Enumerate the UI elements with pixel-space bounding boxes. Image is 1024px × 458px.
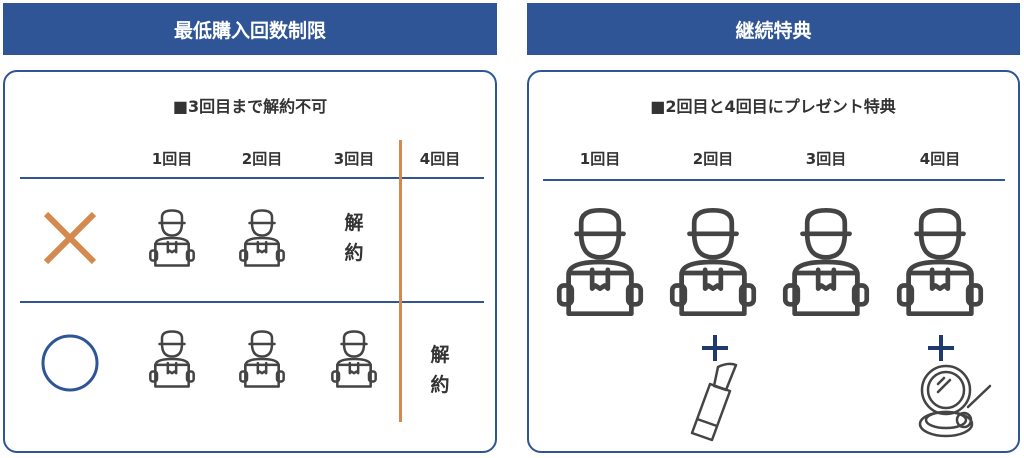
delivery-person-icon — [893, 200, 987, 324]
left-panel — [3, 70, 497, 453]
delivery-person-icon — [147, 203, 197, 273]
delivery-person-icon — [237, 203, 287, 273]
right-divider — [543, 179, 1005, 181]
cancel-label-row1: 解約 — [344, 212, 364, 264]
left-col-3: 3回目 — [333, 150, 375, 168]
delivery-person-icon — [779, 200, 873, 324]
plus-icon — [928, 335, 954, 361]
cancel-label-row2: 解約 — [430, 344, 450, 396]
right-col-2: 2回目 — [692, 150, 734, 168]
right-col-3: 3回目 — [805, 150, 847, 168]
cross-icon — [43, 211, 97, 265]
right-col-1: 1回目 — [579, 150, 621, 168]
left-title: ■3回目まで解約不可 — [172, 97, 328, 116]
left-divider-1 — [20, 177, 484, 179]
right-title: ■2回目と4回目にプレゼント特典 — [650, 97, 896, 116]
cancel-boundary-line — [399, 140, 402, 422]
circle-icon — [41, 334, 99, 392]
delivery-person-icon — [666, 200, 760, 324]
left-header: 最低購入回数制限 — [3, 3, 497, 55]
right-panel — [527, 70, 1020, 453]
left-col-1: 1回目 — [151, 150, 193, 168]
delivery-person-icon — [329, 324, 379, 394]
compact-powder-icon — [918, 364, 992, 438]
left-col-4: 4回目 — [419, 150, 461, 168]
right-header: 継続特典 — [527, 3, 1020, 55]
delivery-person-icon — [147, 324, 197, 394]
left-divider-2 — [20, 301, 484, 303]
lipstick-icon — [690, 362, 738, 442]
left-col-2: 2回目 — [241, 150, 283, 168]
right-col-4: 4回目 — [919, 150, 961, 168]
plus-icon — [702, 335, 728, 361]
delivery-person-icon — [237, 324, 287, 394]
delivery-person-icon — [553, 200, 647, 324]
